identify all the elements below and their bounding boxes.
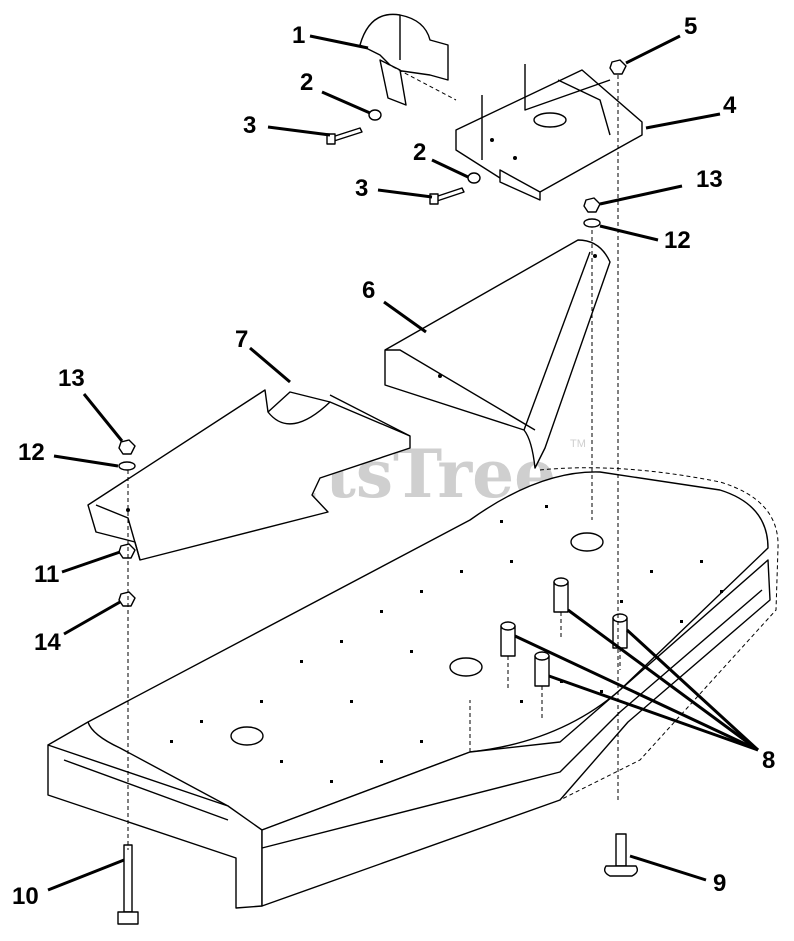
callout-13: 13 [58,365,85,392]
callout-4: 4 [723,92,737,119]
callout-3: 3 [243,112,256,139]
hardware [117,59,639,925]
callout-13: 13 [696,166,723,193]
callout-5: 5 [684,13,697,40]
callout-12: 12 [18,439,45,466]
muffler-clamp-bracket [359,13,449,106]
callout-12: 12 [664,227,691,254]
callout-labels: 1 2 3 2 3 5 4 13 12 6 7 13 12 11 14 8 9 … [12,13,775,910]
callout-10: 10 [12,883,39,910]
callout-3: 3 [355,175,368,202]
callout-6: 6 [362,277,375,304]
belt-shield-left [87,389,411,561]
callout-1: 1 [292,22,305,49]
callout-8: 8 [762,747,775,774]
callout-9: 9 [713,870,726,897]
alignment-lines [127,59,621,850]
belt-shield-right [384,239,611,469]
callout-7: 7 [235,326,248,353]
callout-11: 11 [34,561,59,588]
callout-2: 2 [300,69,313,96]
mower-deck [47,467,779,909]
callout-14: 14 [34,629,61,656]
callout-2: 2 [413,139,426,166]
watermark-trademark: TM [570,438,586,450]
mounting-bracket [455,64,643,201]
leader-lines [47,34,760,892]
